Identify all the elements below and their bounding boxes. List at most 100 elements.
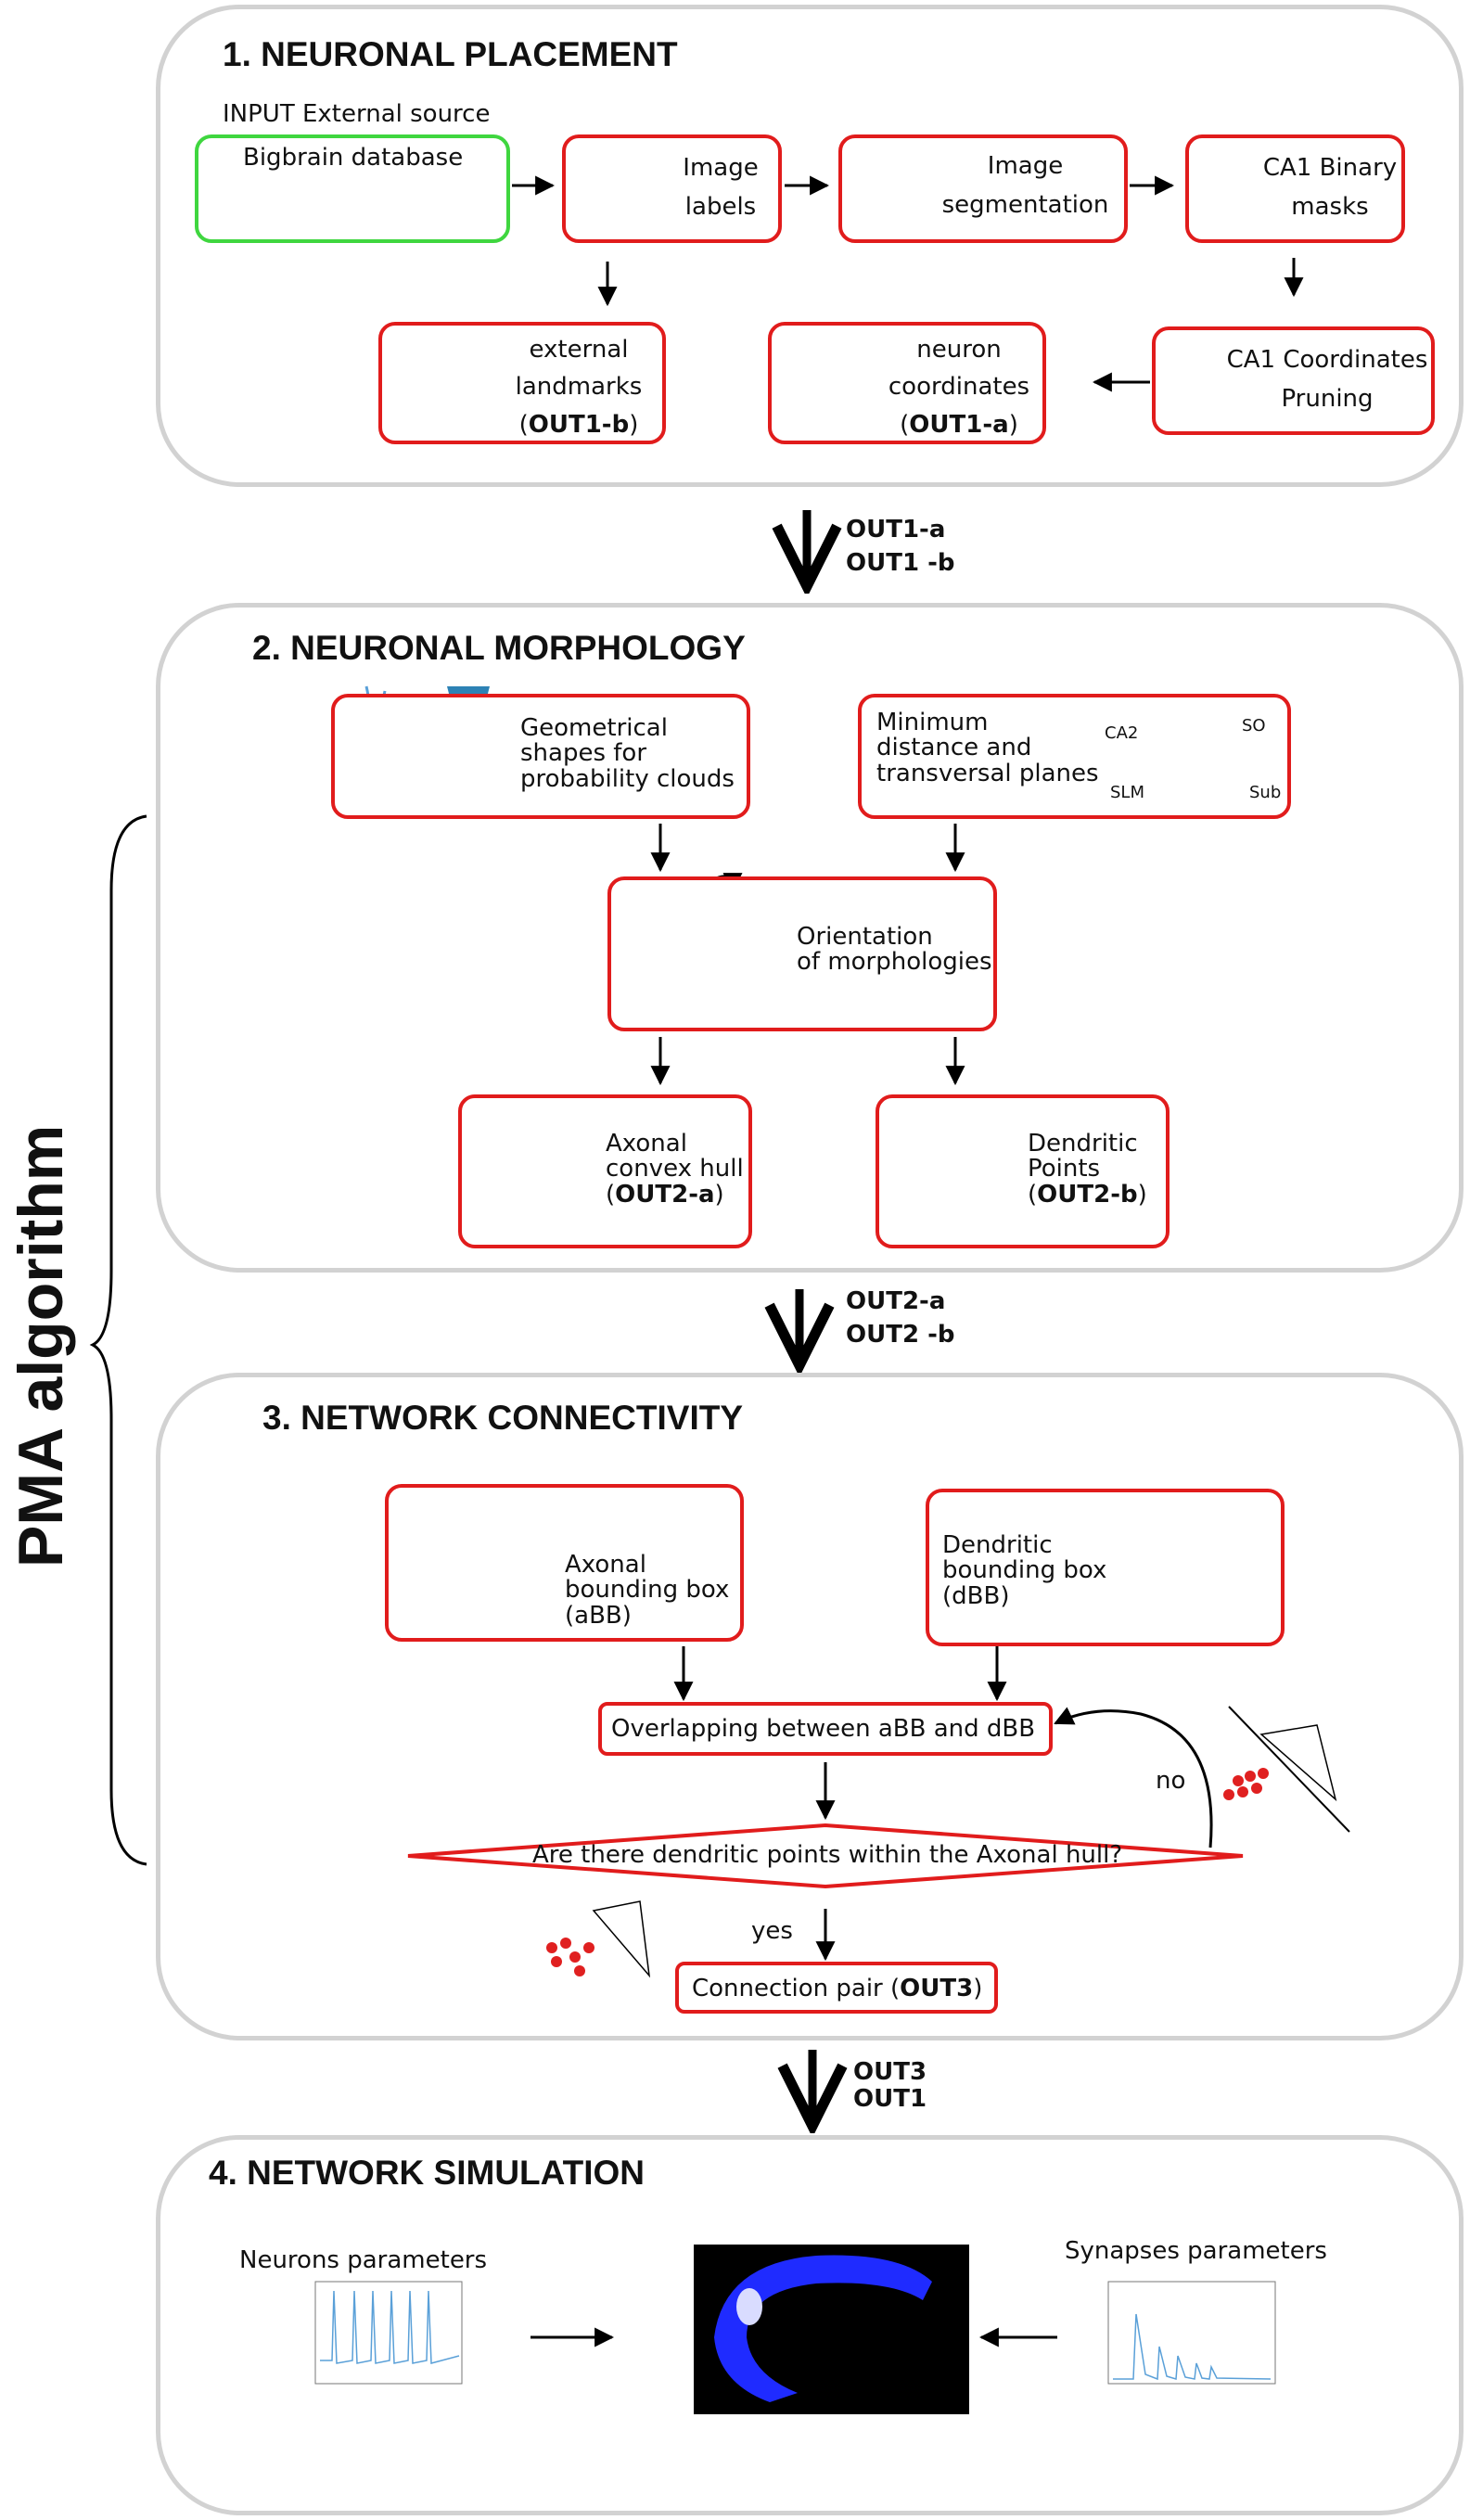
orientation-line2: of morphologies (797, 948, 992, 977)
dendritic-points-line2: Points (1028, 1155, 1101, 1183)
transition1-labels: OUT1-a OUT1 -b (846, 513, 955, 581)
section1-title: 1. NEURONAL PLACEMENT (223, 35, 678, 73)
min-distance-line1: Minimum (876, 709, 989, 736)
transition2-labels: OUT2-a OUT2 -b (846, 1285, 955, 1352)
axonal-hull-line3: (OUT2-a) (606, 1180, 724, 1209)
ca1-coords-line2: Pruning (1281, 384, 1374, 413)
overlap-text: Overlapping between aBB and dBB (611, 1715, 1036, 1743)
landmarks-line3: (OUT1-b) (518, 410, 639, 439)
neuron-coords-line1: neuron (916, 336, 1002, 364)
dendritic-points-text: Dendritic Points (OUT2-b) (1028, 1130, 1147, 1209)
yes-label: yes (751, 1917, 793, 1945)
image-labels-line2: labels (684, 192, 757, 221)
transition3-line2: OUT1 (853, 2084, 927, 2113)
ca1-coords-text: CA1 Coordinates Pruning (1221, 341, 1434, 418)
neurons-trace (320, 2290, 460, 2364)
axonal-bb-line1: Axonal (565, 1551, 646, 1579)
net-cone-icon-yes (546, 1938, 594, 1976)
orientation-line1: Orientation (797, 923, 933, 951)
min-distance-box[interactable]: Minimum distance and transversal planes … (858, 694, 1291, 819)
geom-shapes-box[interactable]: Geometrical shapes for probability cloud… (331, 694, 750, 819)
image-segmentation-text: Image segmentation (926, 147, 1125, 224)
no-label: no (1156, 1767, 1186, 1795)
image-labels-box[interactable]: Image labels (562, 134, 782, 243)
landmarks-line1: external (529, 336, 629, 364)
synapses-trace-frame (1107, 2281, 1276, 2385)
transition2-line2: OUT2 -b (846, 1321, 955, 1350)
image-labels-line1: Image (683, 154, 759, 182)
dendritic-bb-line3: (dBB) (942, 1581, 1010, 1610)
axonal-bb-line3: (aBB) (565, 1601, 632, 1630)
transition1-line1: OUT1-a (846, 516, 946, 544)
transition3-line1: OUT3 (853, 2058, 927, 2086)
ca1-binary-box[interactable]: CA1 Binary masks (1185, 134, 1405, 243)
image-segmentation-line1: Image (987, 152, 1064, 180)
transition1-line2: OUT1 -b (846, 549, 955, 578)
axonal-hull-line1: Axonal (606, 1130, 687, 1158)
dendritic-bb-box[interactable]: Dendritic bounding box (dBB) (926, 1489, 1285, 1646)
simulation-hippocampus (714, 2255, 932, 2402)
neuron-coords-line2: coordinates (888, 373, 1030, 402)
synapses-params-label: Synapses parameters (1065, 2237, 1327, 2265)
pma-brace (89, 814, 147, 1866)
image-segmentation-box[interactable]: Image segmentation (838, 134, 1128, 243)
geom-shapes-text: Geometrical shapes for probability cloud… (520, 714, 735, 793)
min-distance-text: Minimum distance and transversal planes (876, 710, 1099, 787)
image-labels-text: Image labels (660, 149, 781, 226)
connection-box[interactable]: Connection pair (OUT3) (675, 1962, 998, 2014)
axonal-bb-text: Axonal bounding box (aBB) (565, 1551, 730, 1630)
transition3-labels: OUT3 OUT1 (853, 2059, 927, 2112)
input-label: INPUT External source (223, 100, 491, 128)
ca1-coords-box[interactable]: CA1 Coordinates Pruning (1152, 326, 1435, 435)
geom-shapes-line1: Geometrical (520, 714, 668, 742)
simulation-highlight (736, 2288, 762, 2325)
min-distance-line2: distance and (876, 734, 1032, 762)
orientation-box[interactable]: Orientation of morphologies (607, 876, 997, 1031)
net-cone-icon-no (1223, 1768, 1269, 1800)
ca1-binary-line2: masks (1291, 192, 1369, 221)
geom-shapes-line3: probability clouds (520, 764, 735, 793)
section4-title: 4. NETWORK SIMULATION (209, 2154, 646, 2192)
axonal-hull-line2: convex hull (606, 1155, 744, 1183)
axis-ca2-label: CA2 (1105, 723, 1139, 743)
axis-sub-label: Sub (1249, 783, 1282, 802)
neurons-params-label: Neurons parameters (239, 2246, 488, 2274)
neuron-coords-line3: (OUT1-a) (900, 410, 1018, 439)
axis-slm-label: SLM (1110, 783, 1144, 802)
landmarks-box[interactable]: external landmarks (OUT1-b) (378, 322, 666, 444)
ca1-binary-line1: CA1 Binary (1262, 154, 1398, 182)
ca1-coords-line1: CA1 Coordinates (1226, 346, 1428, 374)
bigbrain-box[interactable]: Bigbrain database (195, 134, 510, 243)
min-distance-line3: transversal planes (876, 759, 1099, 787)
axonal-hull-text: Axonal convex hull (OUT2-a) (606, 1130, 744, 1209)
dendritic-bb-line1: Dendritic (942, 1531, 1053, 1559)
axonal-bb-box[interactable]: Axonal bounding box (aBB) (385, 1484, 744, 1642)
section3-title: 3. NETWORK CONNECTIVITY (262, 1399, 744, 1437)
ca1-binary-text: CA1 Binary masks (1256, 149, 1404, 226)
connection-text: Connection pair (OUT3) (692, 1975, 983, 2002)
orientation-text: Orientation of morphologies (797, 923, 992, 977)
dendritic-bb-text: Dendritic bounding box (dBB) (942, 1531, 1107, 1610)
image-segmentation-line2: segmentation (941, 190, 1109, 219)
arrow-no-loop (1054, 1707, 1213, 1848)
dendritic-points-box[interactable]: Dendritic Points (OUT2-b) (876, 1094, 1170, 1248)
neurons-trace-frame (314, 2281, 463, 2385)
overlap-box[interactable]: Overlapping between aBB and dBB (598, 1702, 1053, 1756)
synapses-trace (1113, 2313, 1272, 2381)
dendritic-points-line3: (OUT2-b) (1028, 1180, 1147, 1209)
axonal-hull-box[interactable]: Axonal convex hull (OUT2-a) (458, 1094, 752, 1248)
axonal-bb-line2: bounding box (565, 1576, 730, 1605)
landmarks-text: external landmarks (OUT1-b) (495, 331, 662, 443)
decision-diamond (407, 1823, 1244, 1889)
axis-so-label: SO (1242, 716, 1266, 736)
dendritic-bb-line2: bounding box (942, 1556, 1107, 1585)
landmarks-line2: landmarks (515, 373, 643, 402)
neuron-coords-box[interactable]: neuron coordinates (OUT1-a) (768, 322, 1046, 444)
geom-shapes-line2: shapes for (520, 739, 647, 768)
neuron-coords-text: neuron coordinates (OUT1-a) (876, 331, 1042, 443)
bigbrain-label: Bigbrain database (243, 144, 464, 172)
dendritic-points-line1: Dendritic (1028, 1130, 1138, 1158)
section2-title: 2. NEURONAL MORPHOLOGY (252, 629, 746, 667)
question-text: Are there dendritic points within the Ax… (532, 1841, 1123, 1869)
transition2-line1: OUT2-a (846, 1287, 946, 1315)
